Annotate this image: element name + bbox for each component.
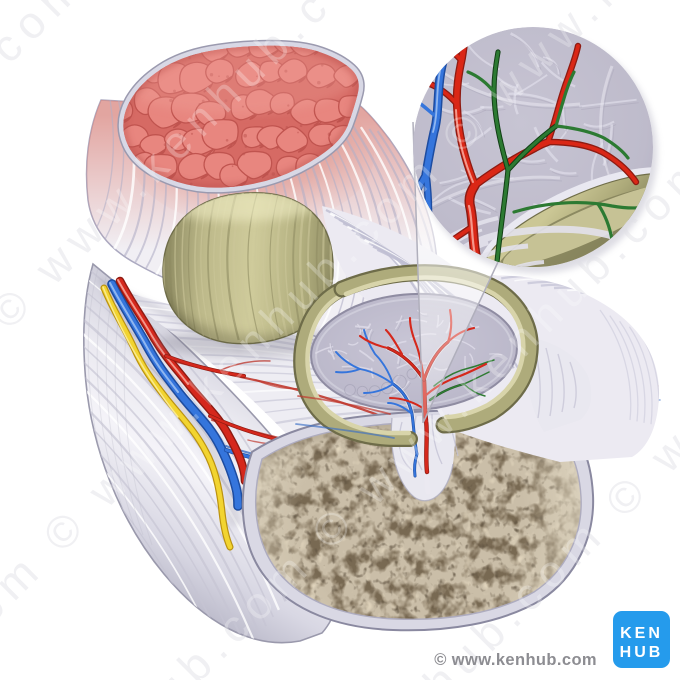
tendon-cross-section	[310, 292, 518, 412]
copyright-text: © www.kenhub.com	[434, 651, 597, 669]
nerve-yellow	[100, 284, 234, 551]
insertion-fibers-right	[526, 336, 592, 432]
kenhub-logo[interactable]: KEN HUB	[613, 611, 670, 668]
kenhub-logo-line2: HUB	[620, 644, 664, 661]
kenhub-logo-bg[interactable]	[613, 611, 670, 668]
neurovascular-bundle	[100, 276, 327, 551]
magnifier-cone	[410, 121, 499, 424]
kenhub-logo-line1: KEN	[620, 625, 663, 642]
magnifier-circle	[413, 27, 658, 274]
